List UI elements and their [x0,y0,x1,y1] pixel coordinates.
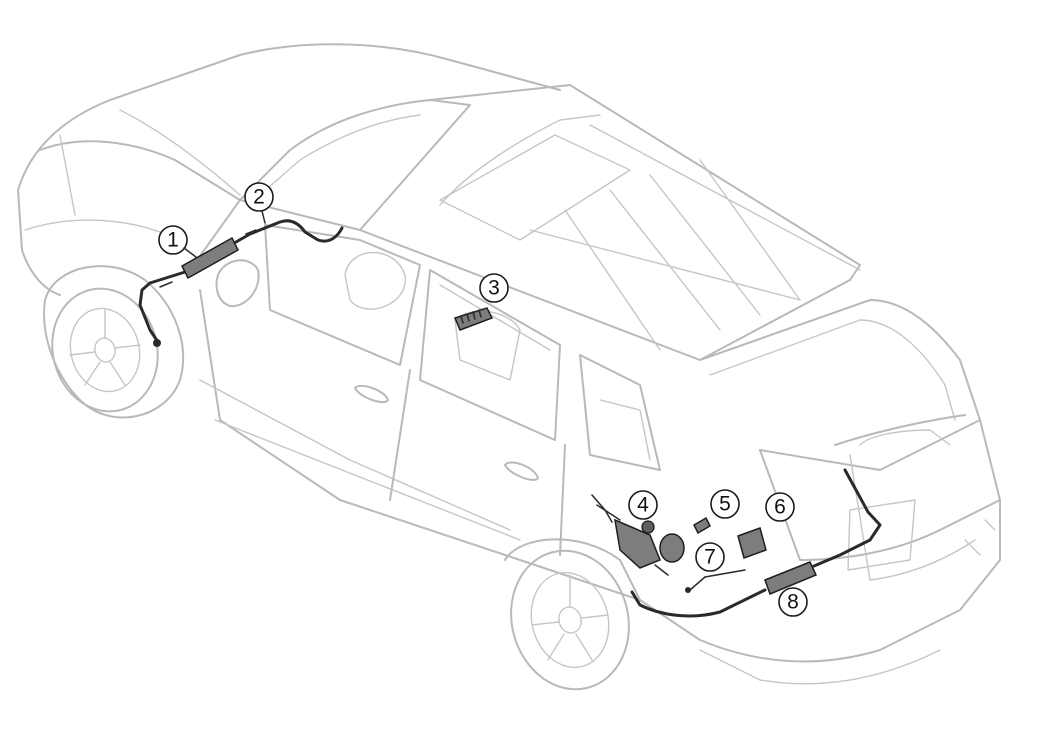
component-6-relay-box [737,527,767,559]
callout-6: 6 [765,492,795,522]
callout-5: 5 [710,489,740,519]
component-7-wiring [685,569,746,593]
callout-2-label: 2 [253,186,265,209]
vehicle-outline [17,43,1001,691]
component-3-control-module [453,307,494,331]
callout-4-label: 4 [637,494,649,517]
callout-3-label: 3 [488,277,500,300]
callout-7: 7 [695,542,725,572]
component-2-front-actuator [181,219,344,280]
component-8-rear-actuator [630,468,882,618]
callout-8-label: 8 [787,591,799,614]
callout-3: 3 [479,273,509,303]
callout-5-label: 5 [719,493,731,516]
callout-1: 1 [158,225,197,258]
callout-2: 2 [244,182,274,224]
callout-4: 4 [628,490,658,520]
callout-6-label: 6 [774,496,786,519]
component-5-sensor [693,516,711,535]
callout-8: 8 [778,587,808,617]
callout-1-label: 1 [167,229,179,252]
component-4-pump-assembly [591,494,685,576]
component-1-front-cable [138,270,187,347]
callout-7-label: 7 [704,546,716,569]
